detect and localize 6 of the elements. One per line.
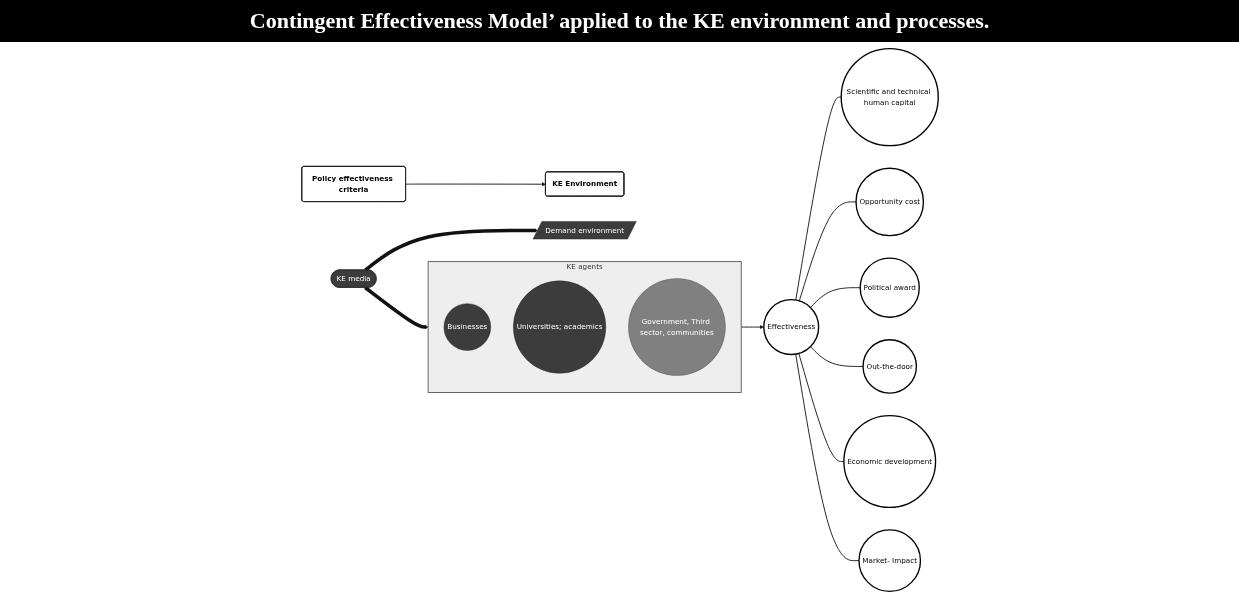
title: Contingent Effectiveness Model’ applied to the KE environment and processes. (0, 0, 1239, 42)
connector (798, 200, 856, 301)
connector (794, 353, 859, 561)
arrow (363, 285, 428, 329)
connector (797, 352, 844, 462)
arrow (363, 228, 538, 271)
